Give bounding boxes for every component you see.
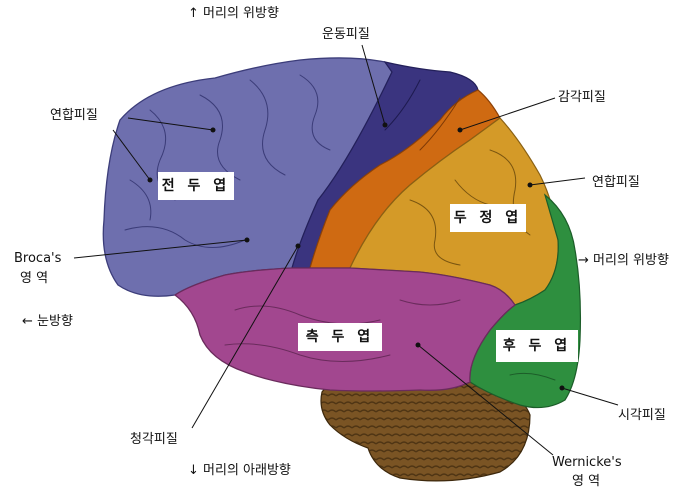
wernicke-area-label-line2: 영 역 [572, 474, 601, 489]
association-cortex-right-label: 연합피질 [592, 175, 640, 190]
direction-down-label: ↓ 머리의 아래방향 [188, 463, 291, 478]
sensory-cortex-label: 감각피질 [558, 90, 606, 105]
auditory-cortex-label: 청각피질 [130, 432, 178, 447]
parietal-lobe-label: 두 정 엽 [450, 204, 526, 232]
broca-area-label-line1: Broca's [14, 251, 62, 266]
direction-up-label: ↑ 머리의 위방향 [188, 6, 279, 21]
occipital-lobe-label: 후 두 엽 [496, 330, 578, 362]
frontal-lobe-label: 전 두 엽 [158, 172, 234, 200]
broca-area-label-line2: 영 역 [20, 271, 49, 286]
visual-cortex-label: 시각피질 [618, 408, 666, 423]
association-cortex-left-label: 연합피질 [50, 108, 98, 123]
temporal-lobe-label: 측 두 엽 [298, 323, 382, 351]
leader-lines [73, 44, 619, 456]
leader-dots [147, 122, 565, 391]
motor-cortex-label: 운동피질 [322, 27, 370, 42]
wernicke-area-label-line1: Wernicke's [552, 455, 622, 470]
direction-front-label: ← 눈방향 [22, 314, 73, 329]
direction-right-label: → 머리의 위방향 [578, 253, 669, 268]
